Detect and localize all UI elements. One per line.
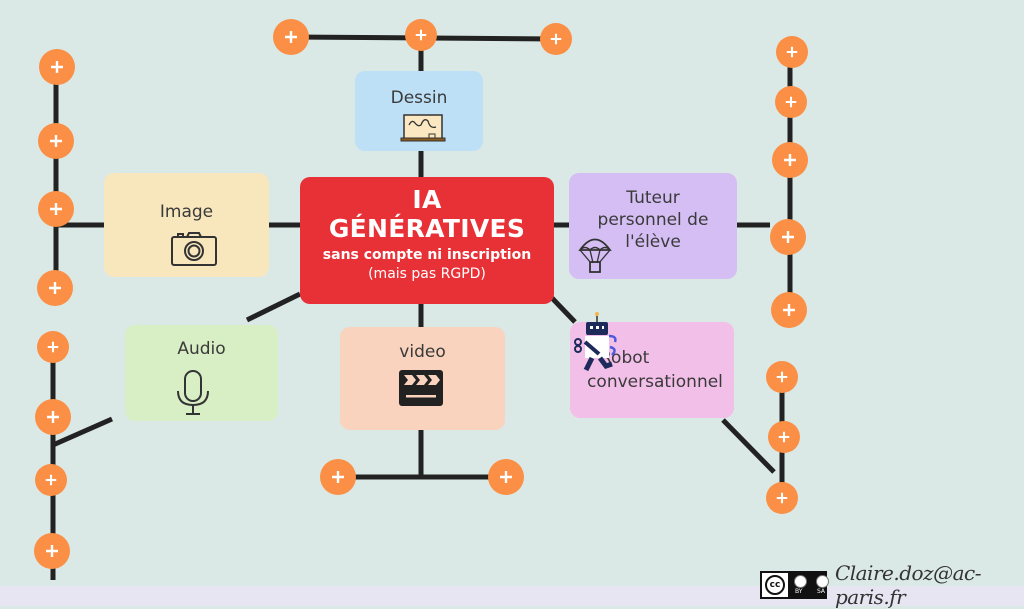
plus-icon <box>47 341 59 353</box>
add-node-button[interactable] <box>405 19 437 51</box>
cc-icon: cc <box>765 575 785 595</box>
plus-icon <box>500 471 512 483</box>
plus-icon <box>332 471 344 483</box>
connector-line <box>245 291 302 323</box>
add-node-button[interactable] <box>772 142 808 178</box>
branch-image-label: Image <box>159 202 214 222</box>
parachute-icon <box>578 238 612 273</box>
add-node-button[interactable] <box>770 219 806 255</box>
plus-icon <box>550 33 562 45</box>
add-node-button[interactable] <box>768 421 800 453</box>
plus-icon <box>45 474 57 486</box>
add-node-button[interactable] <box>776 36 808 68</box>
plus-icon <box>51 61 63 73</box>
plus-icon <box>785 96 797 108</box>
plus-icon <box>783 304 795 316</box>
branch-tuteur-label-line3: l'élève <box>625 232 681 252</box>
plus-icon <box>778 431 790 443</box>
add-node-button[interactable] <box>766 361 798 393</box>
branch-robot[interactable]: Robot conversationnel <box>570 312 734 418</box>
plus-icon <box>776 492 788 504</box>
plus-icon <box>50 135 62 147</box>
connector-line <box>550 296 577 324</box>
plus-icon <box>50 203 62 215</box>
add-node-button[interactable] <box>775 86 807 118</box>
add-node-button[interactable] <box>488 459 524 495</box>
plus-icon <box>782 231 794 243</box>
plus-icon <box>285 31 297 43</box>
microphone-icon <box>177 370 209 415</box>
plus-icon <box>47 411 59 423</box>
branch-video-label: video <box>399 342 446 362</box>
license-sa-label: SA <box>817 588 826 595</box>
add-node-button[interactable] <box>35 399 71 435</box>
whiteboard-icon <box>400 114 446 142</box>
add-node-button[interactable] <box>771 292 807 328</box>
add-node-button[interactable] <box>37 331 69 363</box>
add-node-button[interactable] <box>273 19 309 55</box>
branch-tuteur-label-line1: Tuteur <box>626 188 680 208</box>
branch-dessin[interactable]: Dessin <box>355 71 483 151</box>
add-node-button[interactable] <box>35 464 67 496</box>
branch-tuteur[interactable]: Tuteur personnel de l'élève <box>569 173 737 279</box>
add-node-button[interactable] <box>540 23 572 55</box>
add-node-button[interactable] <box>320 459 356 495</box>
connector-line <box>721 418 776 474</box>
add-node-button[interactable] <box>38 123 74 159</box>
add-node-button[interactable] <box>34 533 70 569</box>
plus-icon <box>786 46 798 58</box>
branch-robot-label-line2: conversationnel <box>587 372 723 392</box>
plus-icon <box>49 282 61 294</box>
author-email: Claire.doz@ac-paris.fr <box>834 561 982 609</box>
central-subtitle: sans compte ni inscription <box>322 247 532 263</box>
plus-icon <box>784 154 796 166</box>
mind-map-canvas: IA GÉNÉRATIVES sans compte ni inscriptio… <box>34 19 808 580</box>
branch-dessin-label: Dessin <box>390 88 448 108</box>
plus-icon <box>415 29 427 41</box>
camera-icon <box>171 232 217 266</box>
add-node-button[interactable] <box>37 270 73 306</box>
by-icon <box>794 575 807 588</box>
branch-video[interactable]: video <box>340 327 505 430</box>
plus-icon <box>46 545 58 557</box>
plus-icon <box>776 371 788 383</box>
robot-icon <box>574 312 617 372</box>
license-by-label: BY <box>795 588 803 595</box>
branch-tuteur-label-line2: personnel de <box>597 210 709 230</box>
central-title-line2: GÉNÉRATIVES <box>328 214 526 243</box>
branch-image[interactable]: Image <box>104 173 269 277</box>
add-node-button[interactable] <box>766 482 798 514</box>
sa-icon <box>816 575 829 588</box>
add-node-button[interactable] <box>38 191 74 227</box>
branch-audio[interactable]: Audio <box>125 325 278 421</box>
branch-audio-label: Audio <box>177 339 226 359</box>
central-title-line1: IA <box>412 185 442 214</box>
connector-line <box>51 416 114 448</box>
central-note: (mais pas RGPD) <box>368 266 486 282</box>
central-topic[interactable]: IA GÉNÉRATIVES sans compte ni inscriptio… <box>300 177 554 304</box>
add-node-button[interactable] <box>39 49 75 85</box>
cc-license-badge: cc BY SA <box>760 571 829 599</box>
credit: cc BY SA Claire.doz@ac-paris.fr <box>760 561 1024 609</box>
clapperboard-icon <box>399 370 443 406</box>
